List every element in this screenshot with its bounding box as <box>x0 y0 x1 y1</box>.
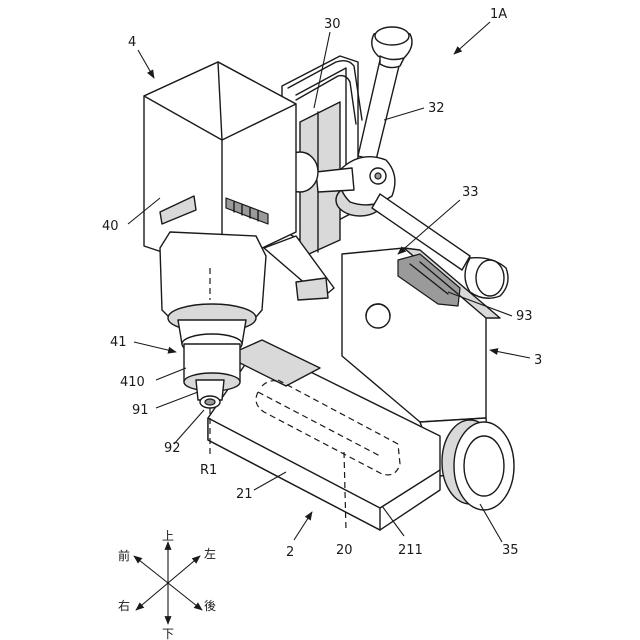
label-35: 35 <box>502 543 519 558</box>
label-40: 40 <box>102 219 119 234</box>
compass-right: 右 <box>118 598 130 613</box>
label-91: 91 <box>132 403 149 418</box>
label-30: 30 <box>324 17 341 32</box>
label-92: 92 <box>164 441 181 456</box>
label-33: 33 <box>462 185 479 200</box>
label-r1: R1 <box>200 463 217 478</box>
label-1a: 1A <box>490 7 507 22</box>
label-41: 41 <box>110 335 127 350</box>
feed-handle-32 <box>358 27 412 160</box>
direction-compass: 上 下 前 左 右 後 <box>118 529 216 640</box>
label-3: 3 <box>534 353 542 368</box>
label-410: 410 <box>120 375 145 390</box>
compass-down: 下 <box>162 627 174 640</box>
label-4: 4 <box>128 35 136 50</box>
magnet-35 <box>442 420 514 510</box>
compass-up: 上 <box>162 529 174 543</box>
label-2: 2 <box>286 545 294 560</box>
compass-rear: 後 <box>204 599 216 613</box>
label-20: 20 <box>336 543 353 558</box>
label-21: 21 <box>236 487 253 502</box>
compass-front: 前 <box>118 548 130 563</box>
label-211: 211 <box>398 543 423 558</box>
label-32: 32 <box>428 101 445 116</box>
label-93: 93 <box>516 309 533 324</box>
compass-left: 左 <box>204 546 216 561</box>
